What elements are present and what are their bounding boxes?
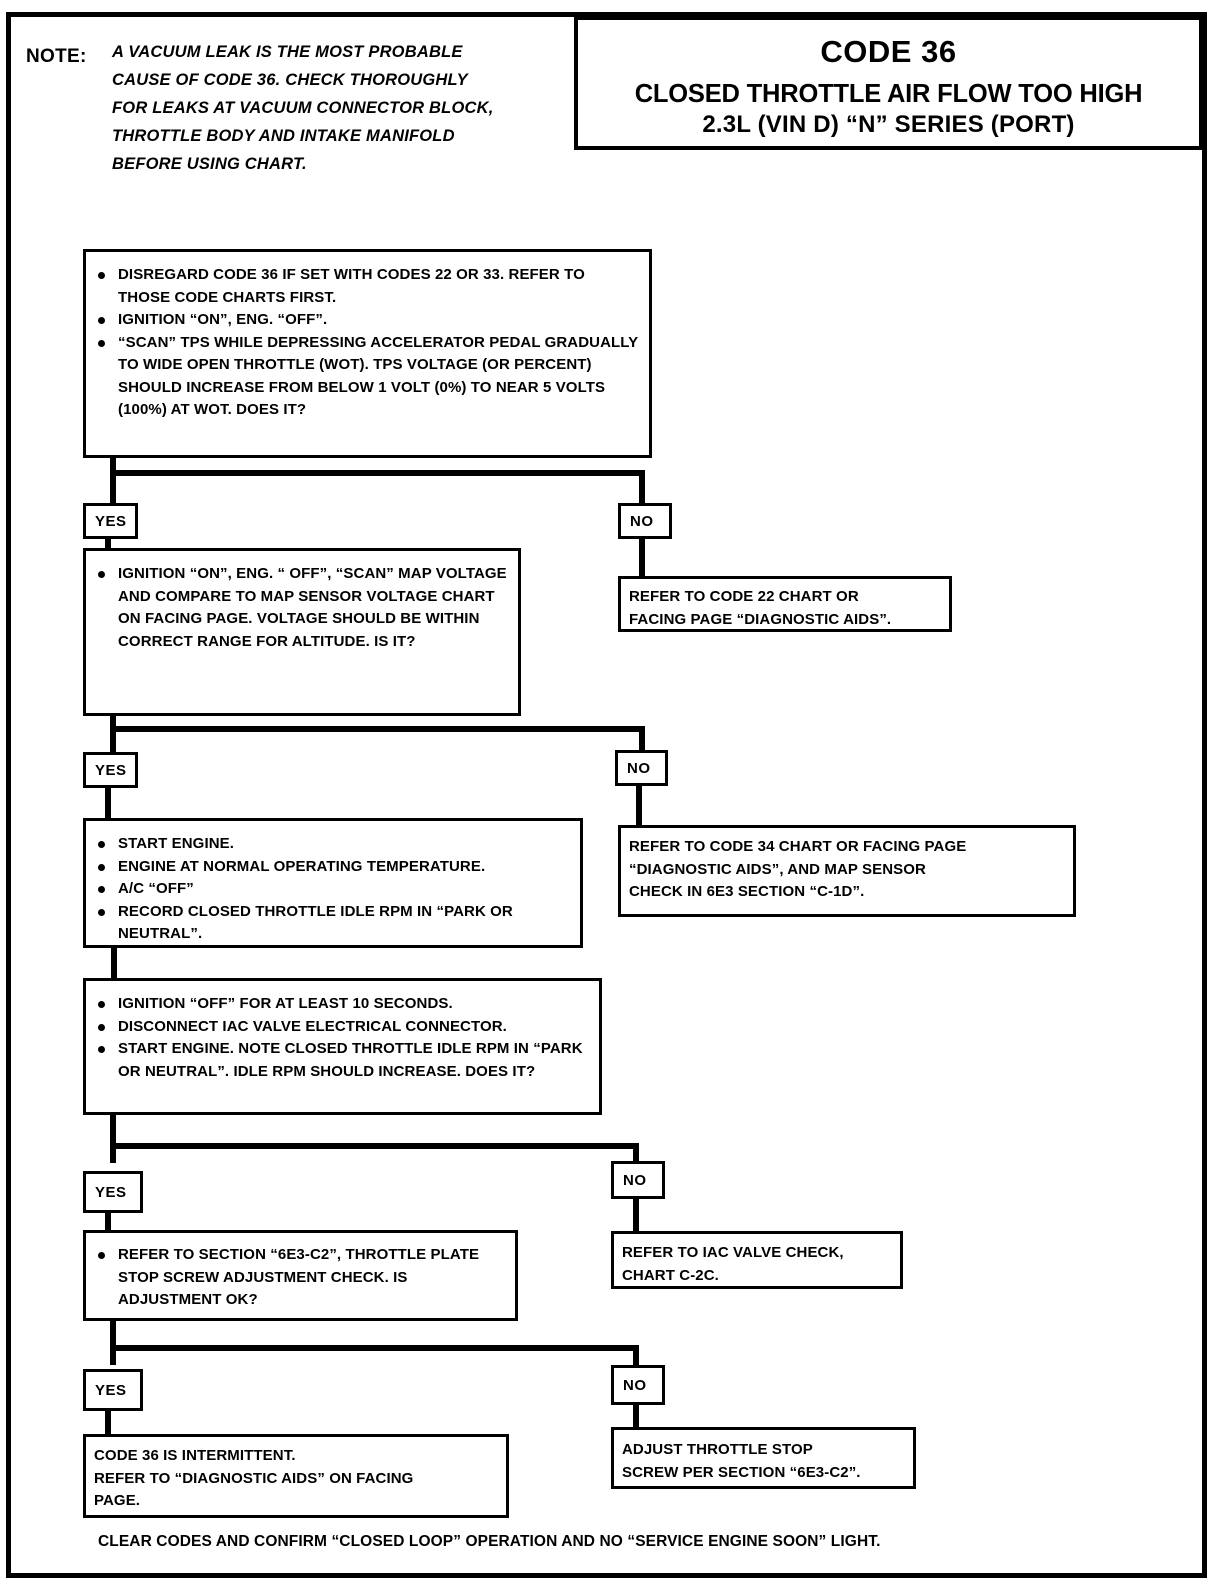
note-line: FOR LEAKS AT VACUUM CONNECTOR BLOCK, (112, 99, 494, 117)
step1-box: DISREGARD CODE 36 IF SET WITH CODES 22 O… (83, 249, 652, 458)
text-line: REFER TO CODE 22 CHART OR (629, 588, 859, 605)
branch-yes-1: YES (83, 503, 138, 539)
text-line: SCREW PER SECTION “6E3-C2”. (622, 1463, 861, 1481)
connector-vertical (110, 1113, 116, 1163)
step3-box: START ENGINE. ENGINE AT NORMAL OPERATING… (83, 818, 583, 948)
list-item: IGNITION “ON”, ENG. “OFF”. (92, 309, 639, 332)
branch-label: NO (623, 1376, 647, 1394)
connector-vertical (110, 458, 116, 506)
list-item: “SCAN” TPS WHILE DEPRESSING ACCELERATOR … (92, 332, 639, 422)
list-item: IGNITION “OFF” FOR AT LEAST 10 SECONDS. (92, 993, 589, 1016)
note-line: CAUSE OF CODE 36. CHECK THOROUGHLY (112, 71, 468, 89)
step2-box: IGNITION “ON”, ENG. “ OFF”, “SCAN” MAP V… (83, 548, 521, 716)
result-intermittent-text: CODE 36 IS INTERMITTENT. REFER TO “DIAGN… (94, 1445, 498, 1513)
connector-vertical (105, 1408, 111, 1438)
list-item: DISREGARD CODE 36 IF SET WITH CODES 22 O… (92, 264, 639, 309)
text-line: REFER TO “DIAGNOSTIC AIDS” ON FACING (94, 1469, 414, 1487)
list-item: REFER TO SECTION “6E3-C2”, THROTTLE PLAT… (92, 1244, 505, 1312)
result-adjust-screw-box: ADJUST THROTTLE STOP SCREW PER SECTION “… (611, 1427, 916, 1489)
connector-horizontal (110, 470, 645, 476)
list-item: DISCONNECT IAC VALVE ELECTRICAL CONNECTO… (92, 1016, 589, 1039)
connector-horizontal (110, 1143, 639, 1149)
footer-note: CLEAR CODES AND CONFIRM “CLOSED LOOP” OP… (98, 1533, 881, 1550)
step2-bullet-list: IGNITION “ON”, ENG. “ OFF”, “SCAN” MAP V… (92, 563, 508, 653)
note-label: NOTE: (26, 46, 87, 67)
branch-label: YES (95, 761, 127, 779)
connector-vertical (633, 1403, 639, 1433)
step4-bullet-list: IGNITION “OFF” FOR AT LEAST 10 SECONDS. … (92, 993, 589, 1083)
branch-yes-3: YES (83, 1171, 143, 1213)
text-line: REFER TO CODE 34 CHART OR FACING PAGE (629, 838, 967, 855)
list-item: A/C “OFF” (92, 878, 570, 901)
note-line: THROTTLE BODY AND INTAKE MANIFOLD (112, 127, 455, 145)
step5-bullet-list: REFER TO SECTION “6E3-C2”, THROTTLE PLAT… (92, 1244, 505, 1312)
result-iac-check-box: REFER TO IAC VALVE CHECK, CHART C-2C. (611, 1231, 903, 1289)
list-item: START ENGINE. (92, 833, 570, 856)
connector-vertical (633, 1345, 639, 1370)
list-item: RECORD CLOSED THROTTLE IDLE RPM IN “PARK… (92, 901, 570, 946)
connector-vertical (105, 536, 111, 550)
result-code34-text: REFER TO CODE 34 CHART OR FACING PAGE “D… (629, 836, 1065, 904)
result-adjust-screw-text: ADJUST THROTTLE STOP SCREW PER SECTION “… (622, 1439, 905, 1484)
text-line: CHECK IN 6E3 SECTION “C-1D”. (629, 883, 865, 900)
page-border (6, 12, 1207, 1578)
step4-box: IGNITION “OFF” FOR AT LEAST 10 SECONDS. … (83, 978, 602, 1115)
connector-horizontal (110, 726, 645, 732)
connector-vertical (111, 946, 117, 980)
list-item: START ENGINE. NOTE CLOSED THROTTLE IDLE … (92, 1038, 589, 1083)
chart-title-box: CODE 36 CLOSED THROTTLE AIR FLOW TOO HIG… (574, 16, 1203, 150)
connector-horizontal (110, 1345, 639, 1351)
branch-yes-2: YES (83, 752, 138, 788)
list-item: ENGINE AT NORMAL OPERATING TEMPERATURE. (92, 856, 570, 879)
list-item: IGNITION “ON”, ENG. “ OFF”, “SCAN” MAP V… (92, 563, 508, 653)
connector-vertical (105, 1210, 111, 1232)
result-iac-check-text: REFER TO IAC VALVE CHECK, CHART C-2C. (622, 1242, 892, 1287)
note-body: A VACUUM LEAK IS THE MOST PROBABLE CAUSE… (112, 38, 542, 178)
text-line: REFER TO IAC VALVE CHECK, (622, 1244, 844, 1261)
note-line: BEFORE USING CHART. (112, 155, 307, 173)
note-line: A VACUUM LEAK IS THE MOST PROBABLE (112, 43, 463, 61)
branch-label: YES (95, 1381, 127, 1399)
result-code34-box: REFER TO CODE 34 CHART OR FACING PAGE “D… (618, 825, 1076, 917)
step3-bullet-list: START ENGINE. ENGINE AT NORMAL OPERATING… (92, 833, 570, 946)
connector-vertical (633, 1197, 639, 1232)
text-line: FACING PAGE “DIAGNOSTIC AIDS”. (629, 610, 892, 628)
branch-yes-4: YES (83, 1369, 143, 1411)
title-main: CLOSED THROTTLE AIR FLOW TOO HIGH (634, 80, 1143, 108)
result-code22-text: REFER TO CODE 22 CHART OR FACING PAGE “D… (629, 586, 941, 631)
branch-label: NO (623, 1171, 647, 1189)
connector-vertical (639, 536, 645, 578)
branch-no-1: NO (618, 503, 672, 539)
text-line: “DIAGNOSTIC AIDS”, AND MAP SENSOR (629, 860, 926, 878)
result-code22-box: REFER TO CODE 22 CHART OR FACING PAGE “D… (618, 576, 952, 632)
connector-vertical (639, 470, 645, 506)
branch-label: YES (95, 512, 127, 530)
step1-bullet-list: DISREGARD CODE 36 IF SET WITH CODES 22 O… (92, 264, 639, 422)
result-intermittent-box: CODE 36 IS INTERMITTENT. REFER TO “DIAGN… (83, 1434, 509, 1518)
branch-label: YES (95, 1183, 127, 1201)
connector-vertical (110, 1319, 116, 1365)
title-subtitle: 2.3L (VIN D) “N” SERIES (PORT) (702, 111, 1075, 138)
text-line: CHART C-2C. (622, 1266, 719, 1284)
connector-vertical (110, 714, 116, 760)
branch-no-3: NO (611, 1161, 665, 1199)
connector-vertical (636, 784, 642, 826)
connector-vertical (633, 1143, 639, 1166)
text-line: CODE 36 IS INTERMITTENT. (94, 1447, 296, 1464)
step5-box: REFER TO SECTION “6E3-C2”, THROTTLE PLAT… (83, 1230, 518, 1321)
title-code: CODE 36 (820, 34, 957, 69)
branch-no-4: NO (611, 1365, 665, 1405)
branch-label: NO (630, 512, 654, 530)
branch-label: NO (627, 759, 651, 777)
connector-vertical (105, 785, 111, 819)
branch-no-2: NO (615, 750, 668, 786)
connector-vertical (639, 726, 645, 756)
text-line: ADJUST THROTTLE STOP (622, 1441, 813, 1458)
text-line: PAGE. (94, 1492, 141, 1509)
